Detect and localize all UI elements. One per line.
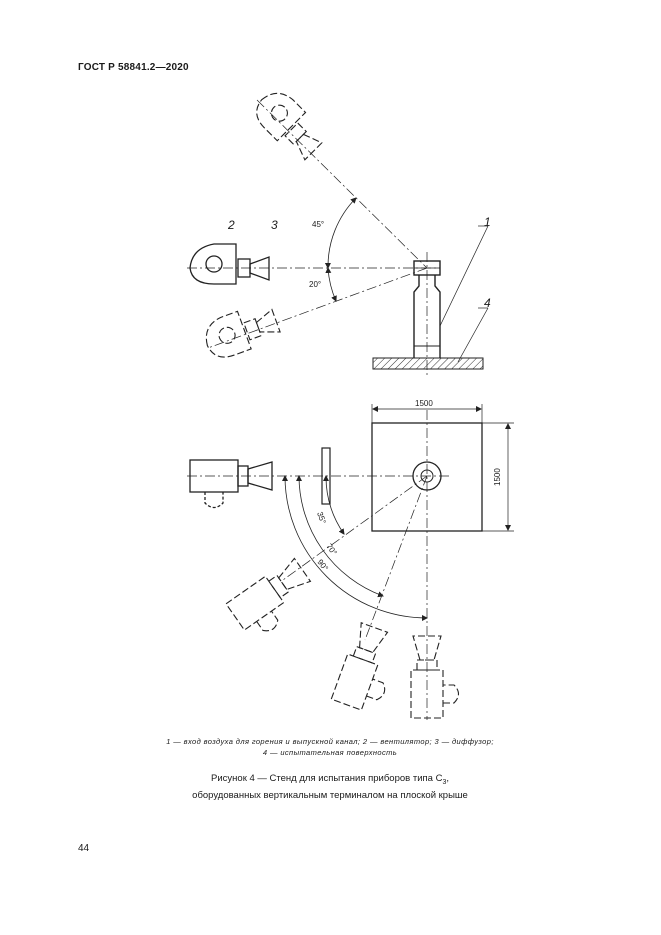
- fan-plan-90deg: [410, 635, 460, 719]
- page-number: 44: [78, 843, 90, 854]
- plan-view: [187, 404, 514, 720]
- legend-line-2: 4 — испытательная поверхность: [262, 748, 398, 757]
- callout-2: 2: [227, 218, 235, 232]
- legend-line-1: 1 — вход воздуха для горения и выпускной…: [166, 737, 494, 746]
- angle-arc-45: [324, 197, 357, 269]
- angle-arc-35: [322, 475, 345, 535]
- callout-3: 3: [271, 218, 278, 232]
- dimension-label-width: 1500: [415, 399, 433, 408]
- document-header: ГОСТ Р 58841.2—2020: [78, 62, 189, 73]
- figure-caption: Рисунок 4 — Стенд для испытания приборов…: [90, 772, 570, 802]
- callout-1: 1: [484, 215, 491, 229]
- callout-4: 4: [484, 296, 491, 310]
- angle-arc-20: [325, 267, 337, 302]
- fan-assembly-20deg: [205, 308, 281, 358]
- caption-subscript: 3: [442, 778, 447, 786]
- caption-prefix: Рисунок 4 — Стенд для испытания приборов…: [211, 773, 443, 784]
- angle-label-35: 35°: [315, 511, 328, 525]
- angle-label-90: 90°: [315, 558, 330, 573]
- caption-suffix: ,: [446, 773, 449, 784]
- fan-plan-35deg: [225, 557, 312, 632]
- figure-legend: 1 — вход воздуха для горения и выпускной…: [90, 736, 570, 758]
- caption-line-2: оборудованных вертикальным терминалом на…: [192, 789, 468, 801]
- angle-arc-90: [282, 475, 428, 621]
- angle-label-20: 20°: [309, 280, 321, 289]
- diffuser-horizontal: [237, 256, 270, 281]
- fan-plan-70deg: [330, 621, 389, 711]
- dimension-label-height: 1500: [493, 468, 502, 486]
- caption-line-1: Рисунок 4 — Стенд для испытания приборов…: [90, 772, 570, 789]
- test-surface: [372, 357, 484, 370]
- angle-arc-70: [296, 475, 384, 598]
- fan-plan-0deg: [189, 459, 273, 509]
- side-elevation: [187, 92, 489, 378]
- fan-horizontal: [189, 243, 237, 285]
- angle-label-45: 45°: [312, 220, 324, 229]
- fan-assembly-45deg: [256, 92, 323, 161]
